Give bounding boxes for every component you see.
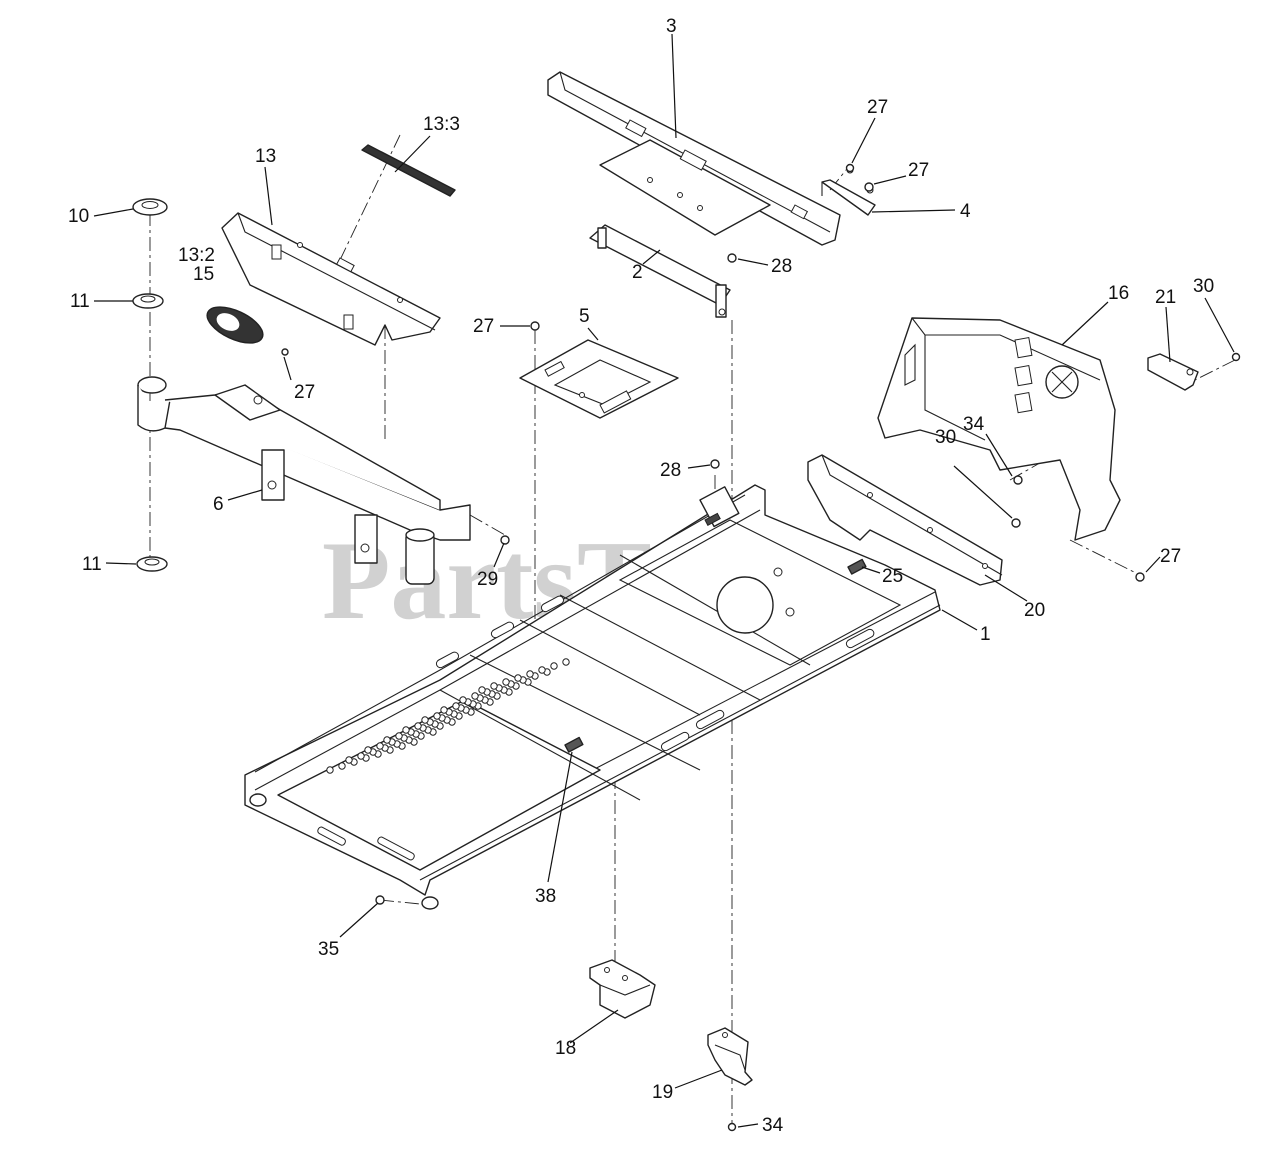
callout-27: 27	[294, 382, 315, 403]
part-20-channel	[807, 454, 1003, 586]
deck-dimple	[345, 756, 353, 764]
deck-dimple	[562, 658, 570, 666]
deck-dimple	[402, 726, 410, 734]
callout-35: 35	[318, 939, 339, 960]
callout-27: 27	[867, 97, 888, 118]
deck-dimple	[376, 742, 384, 750]
decal-strip-13-3	[361, 144, 456, 197]
callout-19: 19	[652, 1082, 673, 1103]
callout-30: 30	[1193, 276, 1214, 297]
callout-15: 15	[193, 264, 214, 285]
callout-38: 38	[535, 886, 556, 907]
part-6-front-axle	[137, 376, 471, 585]
callout-2: 2	[632, 262, 643, 283]
callout-13-2: 13:2	[178, 245, 215, 266]
part-3-cross-member	[547, 71, 841, 246]
callout-18: 18	[555, 1038, 576, 1059]
callout-25: 25	[882, 566, 903, 587]
callout-13: 13	[255, 146, 276, 167]
deck-dimple	[478, 686, 486, 694]
callout-28: 28	[771, 256, 792, 277]
fasteners	[281, 163, 1241, 1132]
deck-dimple	[357, 752, 365, 760]
callout-21: 21	[1155, 287, 1176, 308]
deck-dimples	[326, 658, 570, 774]
part-1-main-frame	[244, 484, 941, 910]
deck-dimple	[414, 722, 422, 730]
part-5-plate	[519, 339, 679, 419]
deck-dimple	[502, 678, 510, 686]
part-19-bracket	[707, 1027, 753, 1086]
callout-27: 27	[473, 316, 494, 337]
callout-30: 30	[935, 427, 956, 448]
callout-4: 4	[960, 201, 971, 222]
deck-dimple	[395, 732, 403, 740]
callout-6: 6	[213, 494, 224, 515]
deck-dimple	[490, 682, 498, 690]
callout-34: 34	[762, 1115, 784, 1136]
part-21-bracket	[1147, 353, 1199, 391]
deck-dimple	[421, 716, 429, 724]
callout-11: 11	[82, 554, 102, 575]
callout-5: 5	[579, 306, 590, 327]
deck-dimple	[550, 662, 558, 670]
deck-dimple	[326, 766, 334, 774]
deck-dimple	[338, 762, 346, 770]
part-16-fender	[877, 317, 1121, 541]
deck-dimple	[526, 670, 534, 678]
callout-1: 1	[980, 624, 991, 645]
part-18-bracket	[589, 959, 656, 1019]
callout-16: 16	[1108, 283, 1129, 304]
callout-labels: 3 27 27 4 13:3 13 10 13:2 15 11 2 28 16 …	[68, 16, 1214, 1136]
part-13-cover	[221, 212, 441, 346]
callout-11: 11	[70, 291, 90, 312]
part-2-bracket	[589, 224, 736, 318]
deck-dimple	[452, 702, 460, 710]
leader-lines	[93, 33, 1235, 1128]
callout-20: 20	[1024, 600, 1045, 621]
callout-13-3: 13:3	[423, 114, 460, 135]
washers	[132, 198, 168, 572]
deck-dimple	[459, 696, 467, 704]
callout-3: 3	[666, 16, 677, 37]
callout-34: 34	[963, 414, 985, 435]
deck-dimple	[538, 666, 546, 674]
deck-dimple	[471, 692, 479, 700]
part-15-logo-decal	[206, 306, 264, 344]
deck-dimple	[514, 674, 522, 682]
callout-27: 27	[908, 160, 929, 181]
callout-27: 27	[1160, 546, 1181, 567]
callout-10: 10	[68, 206, 89, 227]
deck-dimple	[383, 736, 391, 744]
callout-29: 29	[477, 569, 498, 590]
deck-dimple	[433, 712, 441, 720]
deck-dimple	[364, 746, 372, 754]
deck-dimple	[440, 706, 448, 714]
callout-28: 28	[660, 460, 681, 481]
